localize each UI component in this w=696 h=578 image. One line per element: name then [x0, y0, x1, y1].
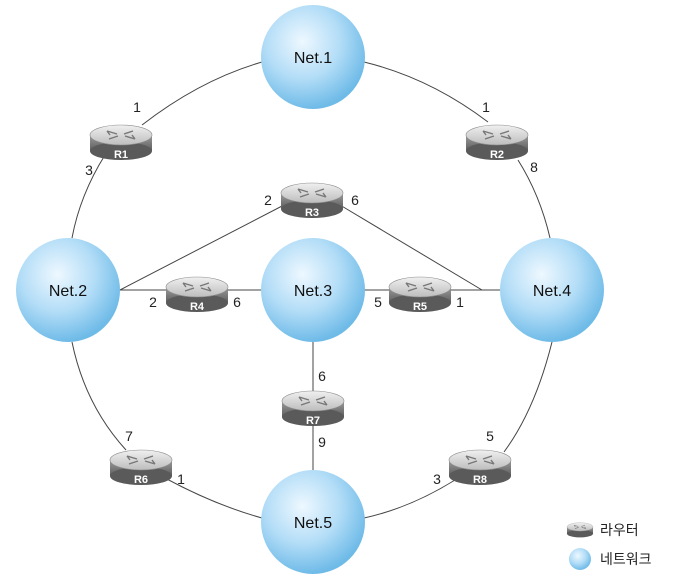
legend-router-icon: [566, 522, 594, 538]
cost-r2-net1: 1: [482, 99, 490, 115]
router-label-r8: R8: [473, 474, 487, 486]
cost-r6-net2: 7: [125, 428, 133, 444]
legend-network-icon: [569, 548, 591, 570]
router-r5: R5: [388, 276, 452, 313]
router-r1: R1: [89, 124, 153, 161]
router-r8: R8: [448, 449, 512, 486]
link-r2-net4: [517, 159, 551, 239]
cost-r6-net5: 1: [177, 471, 185, 487]
network-net3: Net.3: [261, 238, 365, 342]
link-net1-r2: [363, 61, 489, 123]
cost-r2-net4: 8: [530, 159, 538, 175]
cost-r8-net5: 3: [433, 471, 441, 487]
network-net1: Net.1: [261, 5, 365, 109]
link-r1-net2: [71, 154, 106, 239]
cost-r8-net4: 5: [486, 428, 494, 444]
cost-r7-net5: 9: [318, 434, 326, 450]
link-net2-r6: [71, 341, 127, 451]
network-label-net5: Net.5: [294, 515, 332, 532]
router-label-r6: R6: [134, 474, 148, 486]
link-r6-net5: [164, 477, 263, 519]
network-net4: Net.4: [500, 238, 604, 342]
networks: Net.1 Net.2 Net.3 Net.4 Net.5: [16, 5, 604, 574]
cost-r3-net2: 2: [264, 192, 272, 208]
network-net5: Net.5: [261, 470, 365, 574]
router-label-r7: R7: [306, 415, 320, 427]
link-r8-net5: [363, 479, 456, 519]
links: [71, 61, 553, 519]
network-net2: Net.2: [16, 238, 120, 342]
router-label-r1: R1: [114, 149, 128, 161]
legend-router-label: 라우터: [600, 523, 639, 539]
router-r2: R2: [465, 124, 529, 161]
link-net4-r8: [503, 341, 553, 453]
router-label-r4: R4: [190, 301, 205, 313]
router-label-r5: R5: [413, 301, 427, 313]
cost-r4-net2: 2: [149, 294, 157, 310]
cost-r1-net2: 3: [85, 162, 93, 178]
cost-r1-net1: 1: [133, 99, 141, 115]
router-label-r3: R3: [305, 207, 319, 219]
network-label-net3: Net.3: [294, 283, 332, 300]
link-net2-r3: [119, 204, 285, 291]
link-costs: 1 3 1 8 2 6 2 6 5 1 7 1 6 9 5 3: [85, 99, 538, 487]
router-label-r2: R2: [490, 149, 504, 161]
cost-r4-net3: 6: [233, 294, 241, 310]
link-net1-r1: [141, 61, 263, 126]
network-label-net4: Net.4: [533, 283, 571, 300]
router-r7: R7: [281, 390, 345, 427]
router-r4: R4: [165, 276, 229, 313]
legend-network-label: 네트워크: [600, 552, 652, 568]
routers: R1 R2 R3 R4 R5 R6 R7 R8: [89, 124, 529, 486]
cost-r7-net3: 6: [318, 368, 326, 384]
router-r6: R6: [109, 449, 173, 486]
cost-r3-net4: 6: [351, 192, 359, 208]
link-r3-net4: [339, 204, 483, 291]
cost-r5-net3: 5: [374, 294, 382, 310]
network-label-net1: Net.1: [294, 50, 332, 67]
legend: 라우터 네트워크: [566, 522, 652, 570]
cost-r5-net4: 1: [456, 294, 464, 310]
router-r3: R3: [280, 182, 344, 219]
network-label-net2: Net.2: [49, 283, 87, 300]
